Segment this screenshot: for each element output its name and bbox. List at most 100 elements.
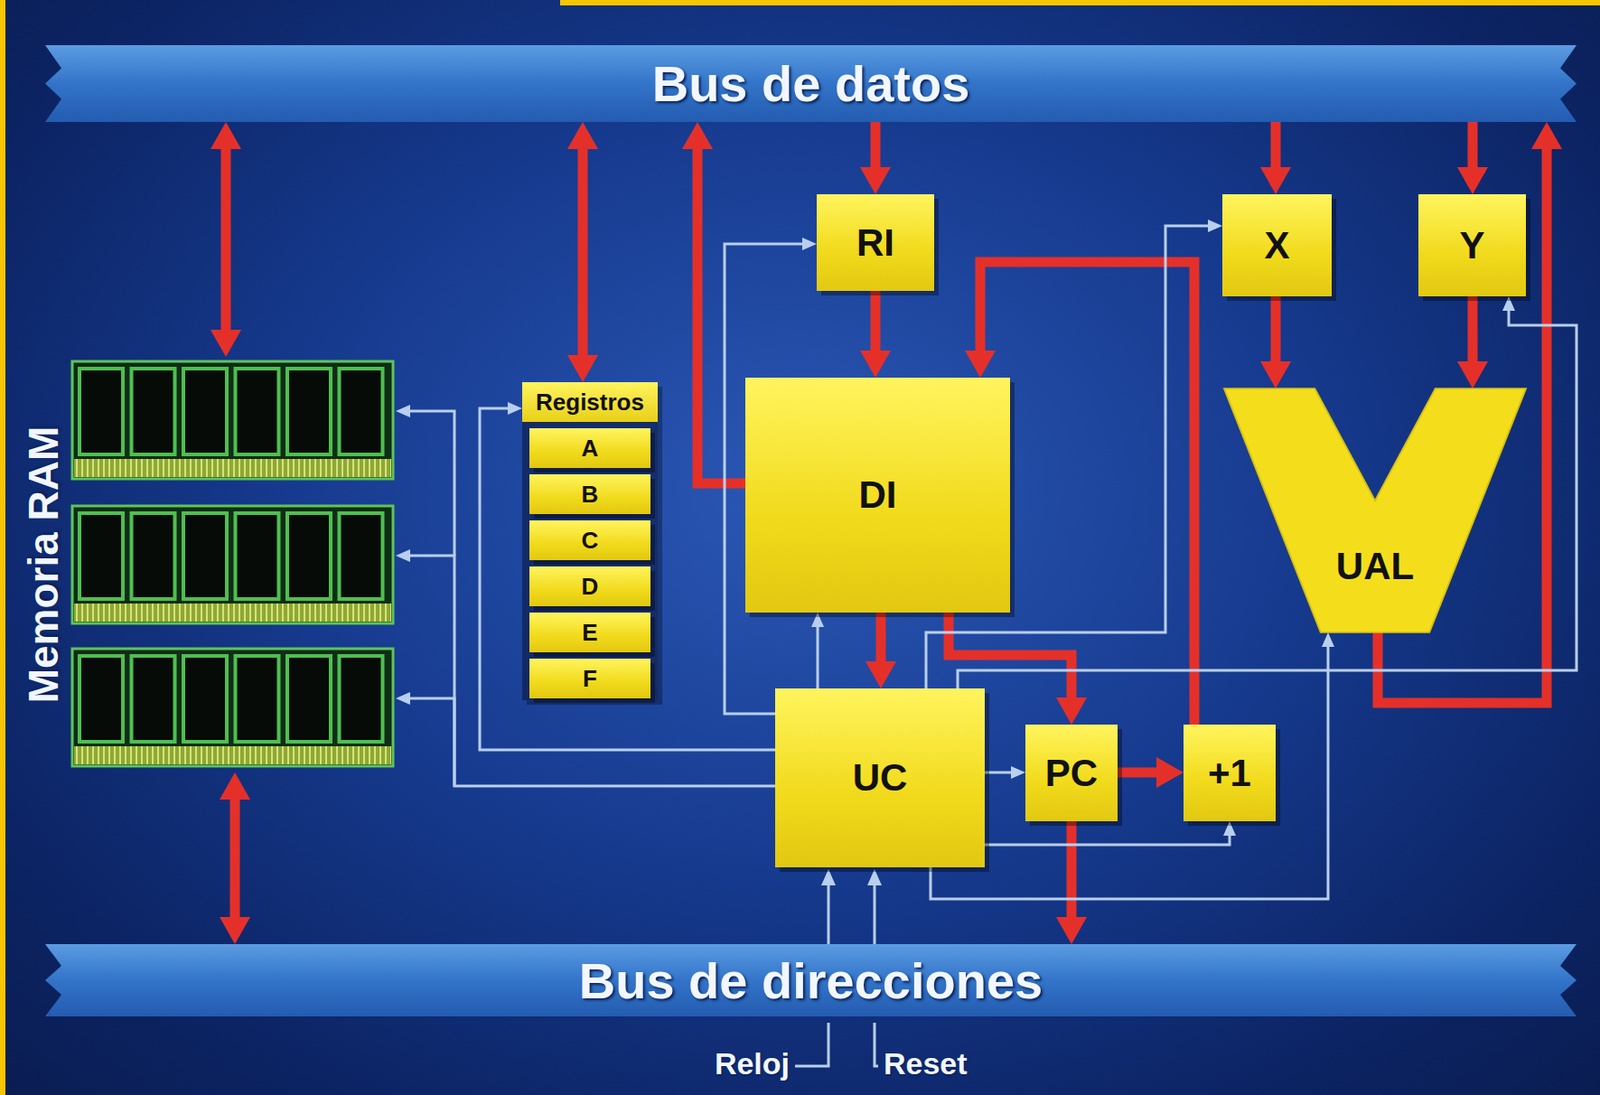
arrow-head [1531, 121, 1563, 150]
arrow-head [567, 121, 599, 150]
node-label: UAL [1224, 544, 1526, 589]
connector-line [816, 624, 820, 689]
ram-contacts [74, 746, 392, 765]
arrow-head [1223, 821, 1236, 836]
control-line [930, 632, 1335, 899]
connector-line [407, 555, 776, 786]
data-arrow [210, 121, 242, 357]
register-cell: F [529, 658, 651, 699]
node-label: RI [856, 221, 895, 265]
data-arrow [1260, 121, 1292, 195]
control-line [984, 821, 1236, 845]
ram-chip [131, 513, 176, 599]
ram-chip [235, 368, 280, 455]
connector-line [1117, 767, 1162, 778]
data-arrow [860, 290, 891, 378]
arrow-head [210, 329, 242, 357]
alu-outline [1224, 388, 1526, 633]
connector-line [1468, 296, 1479, 367]
arrow-head [1457, 361, 1488, 389]
register-cell: E [529, 612, 651, 653]
connector-line [230, 794, 241, 923]
arrow-head [1260, 361, 1292, 389]
ram-module [72, 361, 393, 479]
node-label: Bus de datos [652, 54, 971, 113]
arrow-head [1056, 916, 1087, 945]
data-arrow [865, 612, 897, 689]
register-header: Registros [522, 382, 658, 422]
ram-chip [79, 655, 123, 742]
control-line [957, 296, 1577, 689]
arrow-head [802, 237, 817, 251]
connector-line [984, 771, 1014, 775]
arrow-head [1260, 167, 1292, 195]
arrow-head [1502, 296, 1516, 311]
connector-line [221, 143, 232, 336]
arrow-head [219, 772, 251, 800]
data-arrow [219, 772, 251, 945]
connector-line [1066, 821, 1077, 923]
arrow-head [395, 404, 411, 418]
register-cell: B [529, 474, 651, 515]
frame-strip [560, 0, 1600, 6]
node-label: F [582, 664, 598, 693]
ram-chip [235, 513, 280, 599]
ram-block: Memoria RAM [16, 356, 396, 773]
control-line [984, 766, 1026, 779]
arrow-head [210, 121, 242, 150]
arrow-head [219, 916, 251, 945]
register-bank: RegistrosABCDEF [522, 382, 658, 701]
ram-chip [235, 655, 280, 742]
ram-chip [339, 513, 384, 599]
program-counter: PC [1025, 724, 1118, 822]
connector-line [407, 698, 455, 786]
arrow-head [860, 350, 891, 378]
ram-chip [183, 655, 227, 742]
data-arrow [682, 121, 746, 484]
arrow-head [1207, 219, 1223, 233]
node-label: B [581, 480, 599, 509]
arrow-head [567, 355, 599, 383]
arrow-head [1156, 757, 1184, 788]
connector-line [984, 832, 1230, 845]
connector-line [870, 290, 881, 356]
address-bus: Bus de direcciones [45, 944, 1577, 1017]
node-label: X [1263, 224, 1290, 268]
ram-chip [287, 368, 331, 455]
signal-label: Reset [883, 1046, 968, 1082]
connector-line [870, 121, 881, 173]
frame-strip [0, 0, 6, 1095]
ram-chip [183, 368, 227, 455]
connector-line [957, 308, 1577, 689]
ram-contacts [74, 603, 392, 622]
instruction-register: RI [816, 194, 935, 291]
alu-shape: UAL [1224, 388, 1526, 633]
arrow-head [682, 121, 713, 150]
arrow-head [865, 661, 897, 689]
ram-chip [183, 513, 227, 599]
connector-line [1271, 296, 1282, 367]
node-label: D [581, 572, 599, 601]
node-label: PC [1045, 751, 1098, 796]
data-arrow [567, 121, 599, 383]
data-arrow [1457, 121, 1488, 195]
ram-chip [339, 368, 384, 455]
connector-line [930, 644, 1329, 899]
arrow-head [1321, 632, 1335, 647]
operand-register: X [1222, 194, 1332, 297]
control-line [395, 404, 776, 786]
ram-chip [79, 368, 123, 455]
node-label: Bus de direcciones [579, 951, 1044, 1011]
node-label: Y [1459, 224, 1485, 268]
ram-modules [72, 361, 393, 767]
ram-chip [79, 513, 123, 599]
arrow-head [1010, 766, 1026, 779]
arrow-head [860, 167, 891, 195]
connector-line [697, 143, 746, 484]
ram-module [72, 648, 393, 767]
connector-line [407, 411, 455, 556]
ram-chip [287, 513, 331, 599]
signal-label: Reloj [714, 1046, 790, 1082]
node-label: Registros [535, 388, 645, 417]
control-line [811, 612, 824, 689]
